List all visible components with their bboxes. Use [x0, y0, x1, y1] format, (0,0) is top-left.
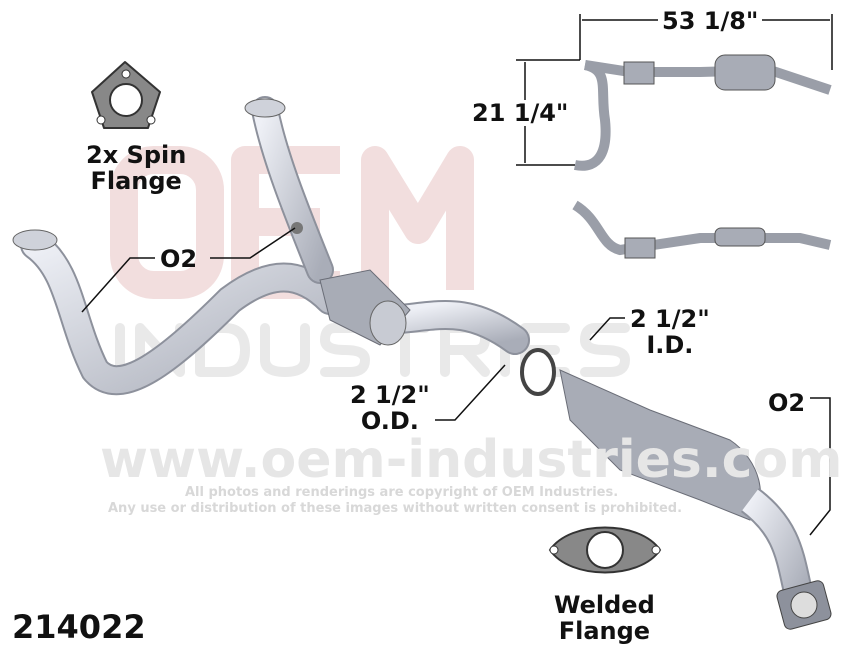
spin-flange-label-line2: Flange — [90, 167, 182, 195]
o2-right-label: O2 — [768, 389, 806, 417]
rear-spin-flange — [520, 348, 556, 396]
id-label: 2 1/2" I.D. — [630, 306, 710, 358]
welded-flange-icon — [548, 526, 662, 574]
od-label-line2: O.D. — [360, 407, 419, 435]
watermark-url: www.oem-industries.com — [100, 430, 843, 490]
id-label-line1: 2 1/2" — [630, 305, 710, 333]
o2-left-label: O2 — [160, 245, 198, 273]
length-dimension: 53 1/8" — [658, 8, 763, 34]
spin-flange-label-line1: 2x Spin — [86, 141, 187, 169]
copyright-line-2: Any use or distribution of these images … — [108, 501, 683, 516]
welded-flange-label-line1: Welded — [554, 591, 655, 619]
flange-left — [12, 229, 58, 251]
front-converter — [319, 269, 411, 346]
spin-flange-label: 2x Spin Flange — [86, 142, 186, 194]
height-dimension: 21 1/4" — [472, 99, 569, 127]
od-label-line1: 2 1/2" — [350, 381, 430, 409]
leader-lines — [81, 227, 831, 536]
rear-converter — [559, 369, 832, 630]
id-label-line2: I.D. — [646, 331, 694, 359]
part-number: 214022 — [12, 608, 146, 646]
od-label: 2 1/2" O.D. — [350, 382, 430, 434]
welded-flange-label-line2: Flange — [558, 617, 651, 645]
copyright-line-1: All photos and renderings are copyright … — [185, 485, 619, 500]
o2-bung-left — [291, 222, 303, 234]
dimension-view — [516, 14, 833, 259]
spin-flange-icon — [91, 61, 161, 129]
flange-top — [244, 98, 286, 118]
welded-flange-label: Welded Flange — [554, 592, 655, 644]
